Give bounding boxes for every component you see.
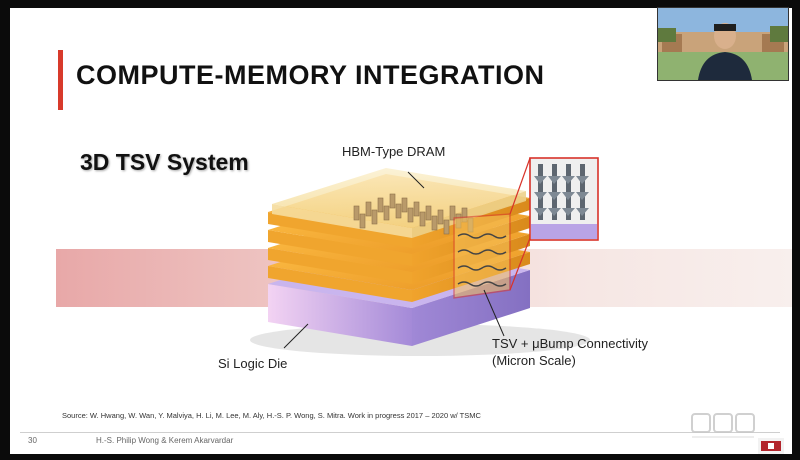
tsv-label-line2: (Micron Scale) [492,353,576,368]
slide-title: COMPUTE-MEMORY INTEGRATION [76,60,545,90]
hbm-label: HBM-Type DRAM [342,144,446,159]
tsv-cutaway-box [453,213,511,299]
tsv-label-line1: TSV + μBump Connectivity [492,336,648,351]
presenter-webcam[interactable] [657,7,789,81]
tsv-zoom-inset [529,157,599,241]
tsv-stack-diagram [250,157,599,356]
tsv-leader-line [483,289,505,337]
webcam-video-icon [658,8,788,80]
zoom-connector-top [509,157,531,215]
source-citation: Source: W. Hwang, W. Wan, Y. Malviya, H.… [62,411,481,420]
zoom-connector-bottom [509,237,531,291]
footer-divider [20,432,780,433]
hbm-dram-top-layer [272,168,526,238]
hbm-leader-line [407,171,425,189]
title-accent-bar [58,50,63,110]
presentation-slide: COMPUTE-MEMORY INTEGRATION 3D TSV System [10,8,792,454]
page-number: 30 [28,436,37,445]
si-logic-label: Si Logic Die [218,356,288,371]
slide-subtitle: 3D TSV System [80,149,249,175]
slide-authors: H.-S. Philip Wong & Kerem Akarvardar [96,436,234,445]
logic-leader-line [283,323,309,349]
watermark-icon [691,413,755,438]
university-logo-icon [758,438,784,454]
